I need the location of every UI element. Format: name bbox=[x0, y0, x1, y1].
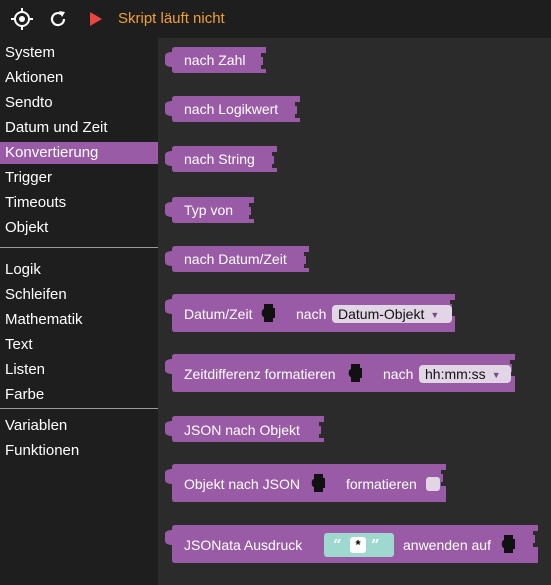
timediff-format-value: hh:mm:ss bbox=[425, 366, 486, 382]
category-datum-und-zeit[interactable]: Datum und Zeit bbox=[5, 119, 108, 136]
block-to-string[interactable]: nach String bbox=[184, 151, 255, 167]
date-input-socket[interactable] bbox=[261, 304, 275, 322]
block-to-string-shape[interactable] bbox=[165, 146, 277, 172]
block-json-to-object-shape[interactable] bbox=[165, 416, 324, 442]
category-sendto[interactable]: Sendto bbox=[5, 94, 53, 111]
refresh-icon[interactable] bbox=[46, 7, 70, 31]
play-icon[interactable] bbox=[84, 7, 108, 31]
category-timeouts[interactable]: Timeouts bbox=[5, 194, 67, 211]
block-jsonata-label[interactable]: JSONata Ausdruck bbox=[184, 537, 303, 553]
block-type-of[interactable]: Typ von bbox=[184, 202, 234, 218]
timediff-format-dropdown[interactable]: hh:mm:ss ▼ bbox=[419, 365, 511, 383]
category-mathematik[interactable]: Mathematik bbox=[5, 311, 83, 328]
block-to-boolean[interactable]: nach Logikwert bbox=[184, 101, 279, 117]
open-quote-icon: “ bbox=[333, 536, 342, 554]
category-text[interactable]: Text bbox=[5, 336, 33, 353]
string-value-field[interactable]: * bbox=[350, 537, 366, 553]
block-type-of-shape[interactable] bbox=[165, 197, 254, 223]
block-to-number[interactable]: nach Zahl bbox=[184, 52, 246, 68]
dropdown-arrow-icon: ▼ bbox=[430, 310, 440, 320]
block-to-number-shape[interactable] bbox=[165, 47, 266, 73]
category-logik[interactable]: Logik bbox=[5, 261, 41, 278]
pretty-format-checkbox[interactable] bbox=[426, 477, 440, 491]
block-jsonata-mid: anwenden auf bbox=[403, 537, 491, 553]
block-date-convert-label[interactable]: Datum/Zeit bbox=[184, 306, 253, 322]
category-farbe[interactable]: Farbe bbox=[5, 386, 45, 403]
block-to-datetime[interactable]: nach Datum/Zeit bbox=[184, 251, 287, 267]
category-listen[interactable]: Listen bbox=[5, 361, 46, 378]
dropdown-arrow-icon: ▼ bbox=[491, 370, 501, 380]
script-status: Skript läuft nicht bbox=[118, 10, 225, 27]
category-objekt[interactable]: Objekt bbox=[5, 219, 49, 236]
jsonata-target-socket[interactable] bbox=[501, 535, 515, 553]
category-schleifen[interactable]: Schleifen bbox=[5, 286, 67, 303]
block-shapes bbox=[165, 47, 538, 563]
timediff-input-socket[interactable] bbox=[348, 364, 362, 382]
date-format-value: Datum-Objekt bbox=[338, 306, 425, 322]
category-trigger[interactable]: Trigger bbox=[5, 169, 52, 186]
category-variablen[interactable]: Variablen bbox=[5, 417, 68, 434]
category-system[interactable]: System bbox=[5, 44, 56, 61]
close-quote-icon: ” bbox=[371, 536, 380, 554]
block-to-boolean-shape[interactable] bbox=[165, 96, 300, 122]
block-object-to-json-shape[interactable] bbox=[165, 464, 446, 502]
string-block[interactable]: “ * ” bbox=[324, 533, 394, 557]
block-json-to-object[interactable]: JSON nach Objekt bbox=[184, 422, 300, 438]
category-aktionen[interactable]: Aktionen bbox=[5, 69, 64, 86]
block-date-convert-mid: nach bbox=[296, 306, 327, 322]
category-divider bbox=[0, 247, 158, 248]
block-timediff-mid: nach bbox=[383, 366, 414, 382]
target-icon[interactable] bbox=[10, 7, 34, 31]
block-object-to-json-label[interactable]: Objekt nach JSON bbox=[184, 476, 300, 492]
block-timediff-label[interactable]: Zeitdifferenz formatieren bbox=[184, 366, 336, 382]
toolbar: Skript läuft nicht bbox=[0, 0, 551, 38]
date-format-dropdown[interactable]: Datum-Objekt ▼ bbox=[332, 305, 452, 323]
block-to-datetime-shape[interactable] bbox=[165, 246, 309, 272]
block-object-to-json-mid: formatieren bbox=[346, 476, 417, 492]
category-divider bbox=[0, 408, 158, 409]
category-funktionen[interactable]: Funktionen bbox=[5, 442, 80, 459]
category-konvertierung[interactable]: Konvertierung bbox=[0, 142, 158, 164]
object-input-socket[interactable] bbox=[311, 474, 325, 492]
blockly-flyout: nach Zahl nach Logikwert nach String Typ… bbox=[158, 38, 551, 585]
